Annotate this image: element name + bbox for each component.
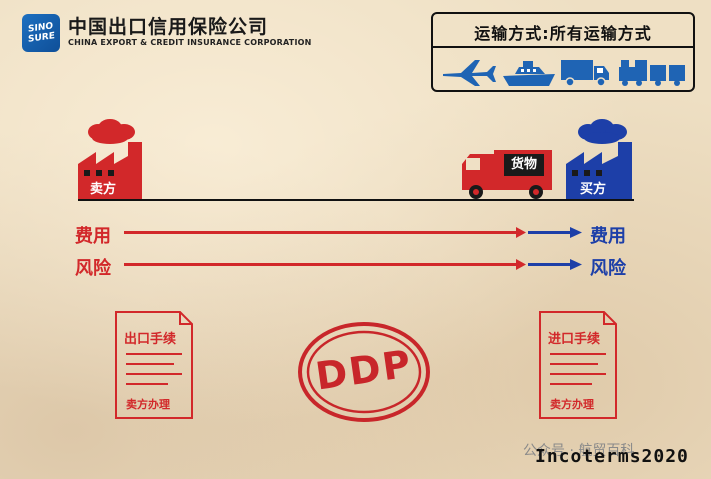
train-icon [619, 60, 685, 86]
truck-icon [561, 60, 609, 87]
transport-mode-box: 运输方式:所有运输方式 [431, 12, 695, 92]
export-document-title: 出口手续 [124, 332, 177, 347]
risk-label-seller: 风险 [75, 258, 111, 279]
ddp-stamp: DDP [294, 318, 434, 426]
seller-label: 卖方 [90, 182, 117, 197]
buyer-factory-icon [566, 119, 632, 200]
cost-label-seller: 费用 [75, 226, 111, 247]
import-document: 进口手续 卖方办理 [536, 308, 620, 422]
transport-title: 运输方式:所有运输方式 [474, 24, 652, 43]
export-document: 出口手续 卖方办理 [112, 308, 196, 422]
import-document-footer: 卖方办理 [550, 398, 594, 411]
buyer-label: 买方 [580, 182, 607, 197]
ddp-stamp-ring [298, 322, 430, 422]
cargo-label: 货物 [504, 154, 544, 176]
import-document-title: 进口手续 [548, 332, 601, 347]
delivery-baseline [78, 199, 634, 201]
risk-label-buyer: 风险 [590, 258, 626, 279]
airplane-icon [443, 60, 496, 86]
export-document-footer: 卖方办理 [126, 398, 170, 411]
import-document-frame [539, 311, 617, 419]
seller-factory-icon [78, 119, 142, 200]
transport-divider [433, 46, 693, 48]
cost-label-buyer: 费用 [590, 226, 626, 247]
company-name-cn: 中国出口信用保险公司 [68, 16, 269, 38]
company-name-en: CHINA EXPORT & CREDIT INSURANCE CORPORAT… [68, 38, 312, 47]
incoterms-label: Incoterms2020 [535, 446, 689, 467]
cost-arrow [124, 227, 582, 238]
export-document-frame [115, 311, 193, 419]
ship-icon [503, 61, 555, 86]
risk-arrow [124, 259, 582, 270]
wechat-watermark: 公众号 · 航贸百科 [523, 443, 635, 459]
sinosure-logo-icon: SINO SURE [22, 14, 60, 52]
